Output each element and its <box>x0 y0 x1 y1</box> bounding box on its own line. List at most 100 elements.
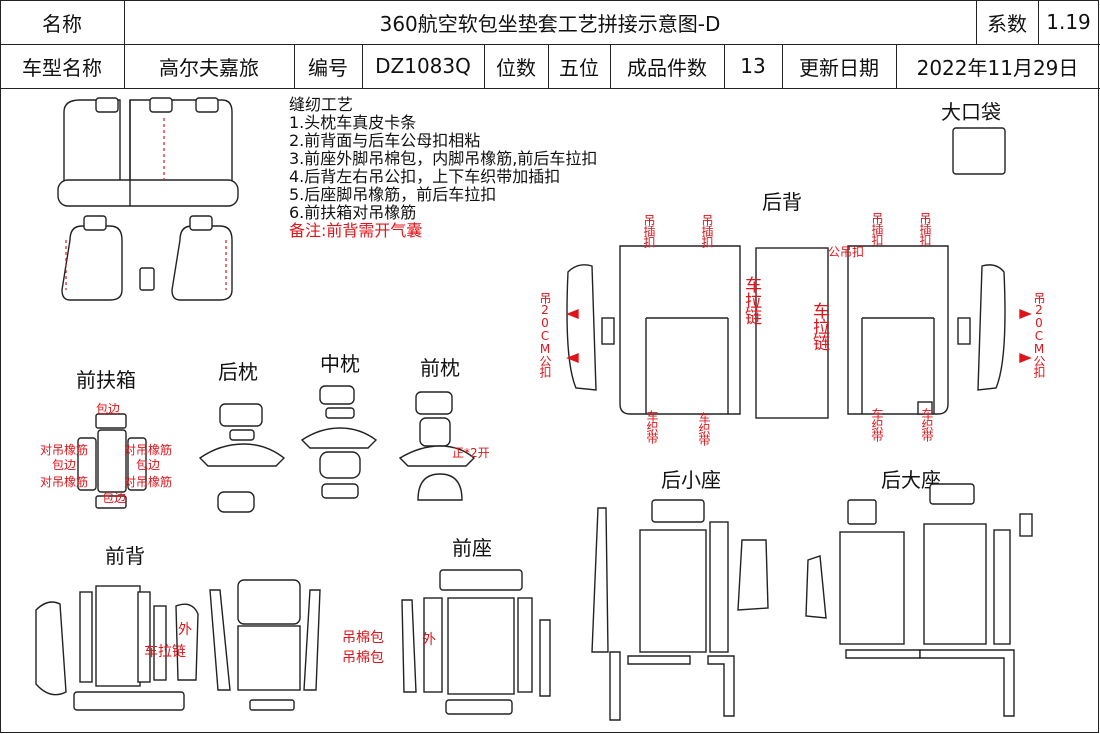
front-back-zipper: 车拉链 <box>144 644 186 660</box>
rear-back-hang-20cm-right: 吊20CM公扣 <box>1032 292 1046 377</box>
armrest-wrap-top: 包边 <box>96 402 121 416</box>
process-heading: 缝纫工艺 <box>289 95 354 114</box>
front-seat-back-side-left <box>209 589 231 691</box>
rear-headrest-back <box>198 443 286 467</box>
front-seat-bottom <box>445 699 513 715</box>
front-back-bottom <box>73 691 185 711</box>
armrest-wrap-right: 包边 <box>136 458 161 472</box>
front-seat-cotton-2: 吊棉包 <box>342 650 384 666</box>
rear-headrest-label: 后枕 <box>218 360 258 384</box>
middle-headrest-label: 中枕 <box>320 352 360 376</box>
overview-headrest-2 <box>149 97 173 113</box>
rear-seat-overview-right <box>129 99 233 191</box>
process-step-3: 3.前座外脚吊棉包，内脚吊橡筋,前后车拉扣 <box>289 149 598 168</box>
front-seat-top-bar <box>439 569 523 591</box>
rear-large-seat-side-left <box>805 555 827 619</box>
front-back-strip-1 <box>79 591 93 683</box>
armrest-pair-rubber-1: 对吊橡筋 <box>40 443 89 457</box>
rear-large-seat-panel-right <box>993 529 1011 645</box>
pieces-label: 成品件数 <box>610 44 725 88</box>
rear-back-zipper-left: 车拉链 <box>741 276 761 324</box>
front-headrest-overview-right <box>189 215 213 231</box>
rear-headrest-front <box>219 403 263 427</box>
model-label: 车型名称 <box>0 44 125 88</box>
process-step-1: 1.头枕车真皮卡条 <box>289 113 417 132</box>
rear-back-strip-right <box>957 317 971 345</box>
header-row-2: 车型名称 高尔夫嘉旅 编号 DZ1083Q 位数 五位 成品件数 13 更新日期… <box>0 44 1100 89</box>
rear-headrest-top <box>229 429 255 441</box>
seat-count-label: 位数 <box>484 44 549 88</box>
armrest-side-left <box>77 437 97 491</box>
front-seat-overview-left <box>61 225 123 301</box>
rear-back-hang-insert-3: 吊插扣 <box>870 212 884 245</box>
armrest-pair-rubber-4: 对吊橡筋 <box>124 475 173 489</box>
rear-small-seat-side-right <box>737 539 769 611</box>
rear-back-webbing-3: 车织带 <box>870 408 884 441</box>
rear-back-hang-insert-4: 吊插扣 <box>918 212 932 245</box>
rear-back-hang-20cm-left: 吊20CM公扣 <box>538 292 552 377</box>
code-value: DZ1083Q <box>362 44 485 88</box>
rear-large-seat-left-panel <box>839 531 905 645</box>
rear-large-seat-center <box>923 523 987 645</box>
front-seat-strip-right <box>517 597 533 693</box>
middle-headrest-bottom <box>319 451 361 479</box>
rear-small-seat-top-pad <box>651 499 705 523</box>
middle-headrest-strip <box>321 483 359 499</box>
rear-back-label: 后背 <box>762 190 802 214</box>
front-seat-cotton-1: 吊棉包 <box>342 630 384 646</box>
front-headrest-bottom <box>417 473 463 501</box>
code-label: 编号 <box>294 44 363 88</box>
process-step-6: 6.前扶箱对吊橡筋 <box>289 203 417 222</box>
armrest-edge-bottom <box>95 495 127 509</box>
seat-count-value: 五位 <box>548 44 611 88</box>
overview-headrest-1 <box>95 97 119 113</box>
front-seat-strip-left <box>423 597 443 693</box>
rear-small-seat-label: 后小座 <box>661 468 721 492</box>
front-seat-back-side-right <box>303 589 321 691</box>
middle-headrest-front <box>319 385 355 405</box>
front-headrest-top <box>419 417 451 447</box>
front-headrest-open: 正*2开 <box>452 446 490 460</box>
rear-headrest-bottom <box>217 491 255 513</box>
rear-small-seat-base <box>627 655 691 665</box>
overview-headrest-3 <box>195 97 219 113</box>
armrest-wrap-bottom: 包边 <box>102 491 127 505</box>
front-armrest-label: 前扶箱 <box>76 368 136 392</box>
front-headrest-overview-left <box>83 215 107 231</box>
coefficient-value: 1.19 <box>1046 10 1091 34</box>
rear-large-seat-clip-left <box>847 499 877 525</box>
middle-headrest-back <box>300 427 378 449</box>
process-step-5: 5.后座脚吊橡筋，前后车拉扣 <box>289 185 497 204</box>
process-step-4: 4.后背左右吊公扣，上下车织带加插扣 <box>289 167 561 186</box>
header-row-1: 名称 360航空软包坐垫套工艺拼接示意图-D 系数 1.19 <box>0 0 1100 45</box>
rear-back-side-right <box>977 264 1006 391</box>
rear-back-strip-left <box>601 317 615 345</box>
rear-back-panel-left <box>619 245 741 415</box>
front-seat-outer: 外 <box>422 632 436 648</box>
front-seat-overview-right <box>171 225 233 301</box>
front-seat-center <box>447 597 515 695</box>
front-seat-back-center <box>237 625 301 691</box>
front-seat-label: 前座 <box>452 536 492 560</box>
front-seat-side-right <box>539 619 551 697</box>
armrest-wrap-left: 包边 <box>52 458 77 472</box>
rear-back-side-left <box>566 264 597 391</box>
front-back-panel-left <box>95 585 141 687</box>
armrest-pair-rubber-2: 对吊橡筋 <box>40 475 89 489</box>
pieces-value: 13 <box>724 44 783 88</box>
rear-back-panel-right <box>847 245 949 415</box>
front-back-outer: 外 <box>178 622 192 638</box>
rear-back-webbing-4: 车织带 <box>920 408 934 441</box>
sheet-title: 360航空软包坐垫套工艺拼接示意图-D <box>124 0 977 44</box>
rear-large-seat-clip-right <box>1019 513 1033 537</box>
rear-seat-overview-cushion <box>57 179 239 207</box>
front-seat-side-left <box>401 599 417 693</box>
front-headrest-label: 前枕 <box>420 356 460 380</box>
rear-small-seat-panel-right <box>709 521 729 653</box>
coefficient-label: 系数 <box>976 0 1039 44</box>
rear-large-seat-base-right <box>919 649 1015 717</box>
rear-back-zipper-right: 车拉链 <box>809 302 829 350</box>
front-back-strip-3 <box>153 605 167 681</box>
